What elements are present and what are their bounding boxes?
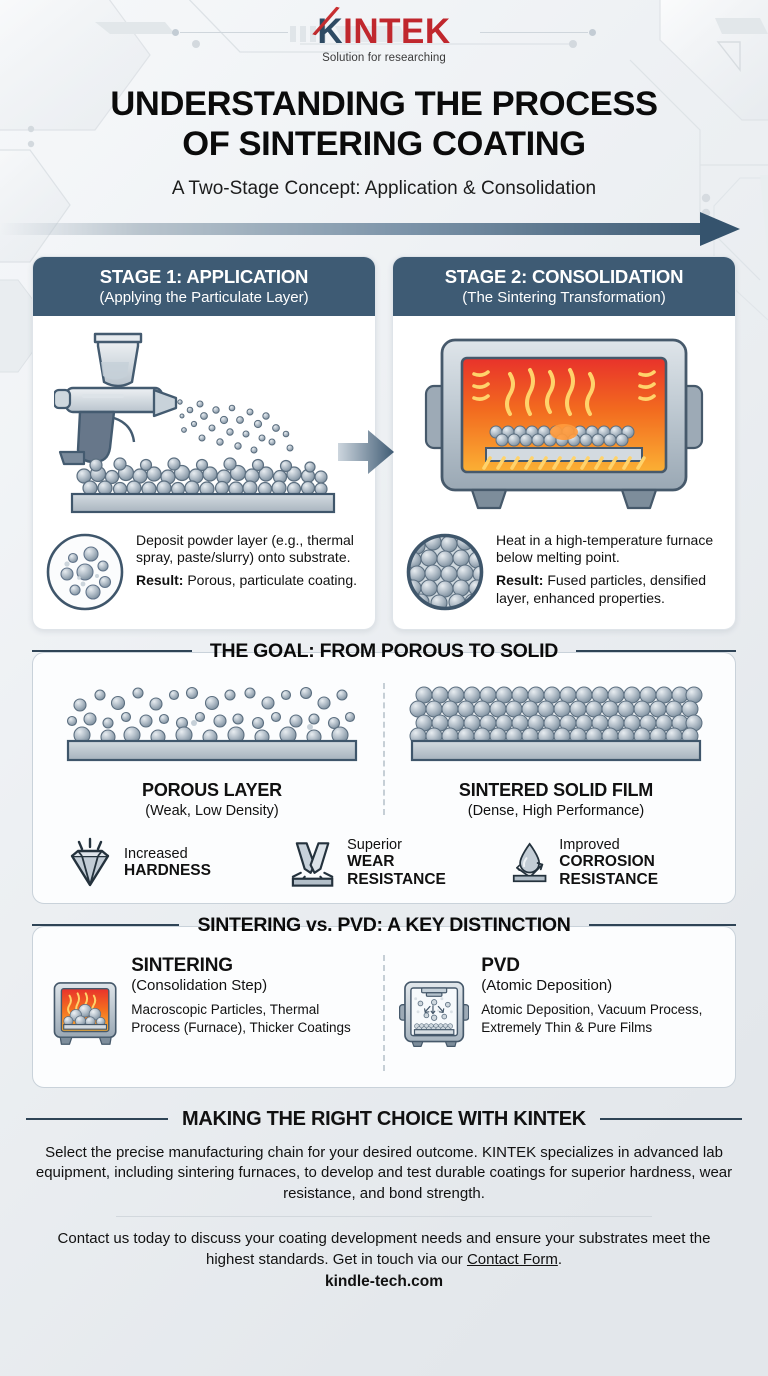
stage-1-description: Deposit powder layer (e.g., thermal spra…: [136, 531, 354, 566]
benefit-corrosion-line1: Improved: [559, 837, 620, 854]
stage-1-illustration: [45, 326, 363, 526]
logo-dot-left: [172, 29, 179, 36]
title-line-1: UNDERSTANDING THE PROCESS: [110, 85, 658, 123]
footer-paragraph-2: Contact us today to discuss your coating…: [26, 1229, 742, 1270]
goal-sintered-note: (Dense, High Performance): [467, 802, 645, 819]
page-subtitle: A Two-Stage Concept: Application & Conso…: [171, 177, 597, 199]
brand-logo: KINTEK Solution for researching: [0, 0, 768, 66]
wear-impact-icon: [291, 841, 334, 887]
pvd-name: PVD: [481, 954, 520, 976]
benefit-hardness-line1: Increased: [124, 845, 188, 862]
logo-wordmark: INTEK: [343, 12, 451, 51]
benefit-hardness-line2: HARDNESS: [124, 862, 211, 880]
footer-paragraph-2-post: .: [557, 1250, 562, 1268]
stage-1-heading: STAGE 1: APPLICATION: [99, 265, 309, 287]
title-line-2: OF SINTERING COATING: [182, 125, 586, 164]
sintering-sub: (Consolidation Step): [131, 976, 268, 994]
diamond-icon: [70, 837, 110, 886]
footer-website: kindle-tech.com: [325, 1273, 443, 1291]
pvd-sub: (Atomic Deposition): [481, 976, 613, 994]
footer-cta: MAKING THE RIGHT CHOICE WITH KINTEK Sele…: [26, 1108, 742, 1292]
goal-porous-name: POROUS LAYER: [142, 779, 282, 800]
footer-divider: [116, 1216, 652, 1218]
goal-section: THE GOAL: FROM POROUS TO SOLID: [32, 640, 736, 904]
logo-dot-right: [589, 29, 596, 36]
sintered-solid-film-diagram: [409, 686, 703, 761]
goal-sintered-name: SINTERED SOLID FILM: [458, 779, 654, 800]
benefit-corrosion: Improved CORROSION RESISTANCE: [495, 837, 717, 889]
stage-2-subheading: (The Sintering Transformation): [462, 288, 666, 306]
compare-item-pvd: PVD (Atomic Deposition) Atomic Depositio…: [395, 953, 721, 1073]
sintering-details: Macroscopic Particles, Thermal Process (…: [131, 1001, 351, 1035]
benefit-wear-line1: Superior: [347, 837, 402, 854]
goal-porous-note: (Weak, Low Density): [145, 802, 279, 819]
goal-column-porous: POROUS LAYER (Weak, Low Density): [47, 679, 377, 819]
stage-1-result-text: Porous, particulate coating.: [183, 572, 357, 589]
footer-paragraph-1: Select the precise manufacturing chain f…: [35, 1143, 733, 1202]
compare-section: SINTERING vs. PVD: A KEY DISTINCTION: [32, 914, 736, 1088]
goal-column-sintered: SINTERED SOLID FILM (Dense, High Perform…: [391, 679, 721, 819]
porous-layer-diagram: [66, 686, 358, 761]
goal-divider: [383, 682, 385, 815]
stage-1-result-label: Result:: [136, 572, 184, 589]
stage-2-result-label: Result:: [496, 572, 544, 589]
stage-card-2: STAGE 2: CONSOLIDATION (The Sintering Tr…: [392, 255, 736, 630]
contact-form-link[interactable]: Contact Form: [466, 1250, 558, 1268]
stage-1-inset-icon: [45, 532, 125, 617]
stage-2-inset-icon: [405, 532, 485, 617]
vacuum-chamber-icon: [399, 980, 470, 1047]
stage-card-1: STAGE 1: APPLICATION (Applying the Parti…: [32, 255, 376, 630]
goal-section-title: THE GOAL: FROM POROUS TO SOLID: [209, 639, 559, 662]
page-title: UNDERSTANDING THE PROCESS OF SINTERING C…: [0, 84, 768, 165]
stage-1-header: STAGE 1: APPLICATION (Applying the Parti…: [33, 256, 375, 316]
benefit-corrosion-line2: CORROSION RESISTANCE: [559, 853, 659, 888]
stage-2-heading: STAGE 2: CONSOLIDATION: [444, 265, 684, 287]
benefits-row: Increased HARDNESS Superior: [47, 837, 721, 889]
compare-section-title: SINTERING vs. PVD: A KEY DISTINCTION: [197, 913, 571, 936]
logo-tagline: Solution for researching: [322, 52, 446, 64]
water-droplet-icon: [512, 842, 547, 882]
stage-2-illustration: [405, 326, 723, 526]
logo-rule-right: [480, 32, 588, 33]
stage-transition-arrow-icon: [338, 430, 394, 479]
stage-1-subheading: (Applying the Particulate Layer): [99, 288, 309, 306]
stage-2-header: STAGE 2: CONSOLIDATION (The Sintering Tr…: [393, 256, 735, 316]
footer-paragraph-2-pre: Contact us today to discuss your coating…: [57, 1230, 711, 1268]
benefit-wear: Superior WEAR RESISTANCE: [273, 837, 495, 889]
pvd-details: Atomic Deposition, Vacuum Process, Extre…: [481, 1001, 703, 1035]
compare-divider: [383, 954, 385, 1071]
benefit-wear-line2: WEAR RESISTANCE: [347, 853, 446, 888]
stage-2-description: Heat in a high-temperature furnace below…: [496, 531, 714, 566]
sintering-name: SINTERING: [131, 954, 233, 976]
footer-title: MAKING THE RIGHT CHOICE WITH KINTEK: [182, 1107, 586, 1130]
compare-item-sintering: SINTERING (Consolidation Step) Macroscop…: [47, 953, 373, 1073]
process-flow-arrow-icon: [0, 211, 768, 246]
benefit-hardness: Increased HARDNESS: [51, 837, 273, 889]
logo-rule-left: [180, 32, 288, 33]
hot-furnace-icon: [53, 981, 117, 1045]
